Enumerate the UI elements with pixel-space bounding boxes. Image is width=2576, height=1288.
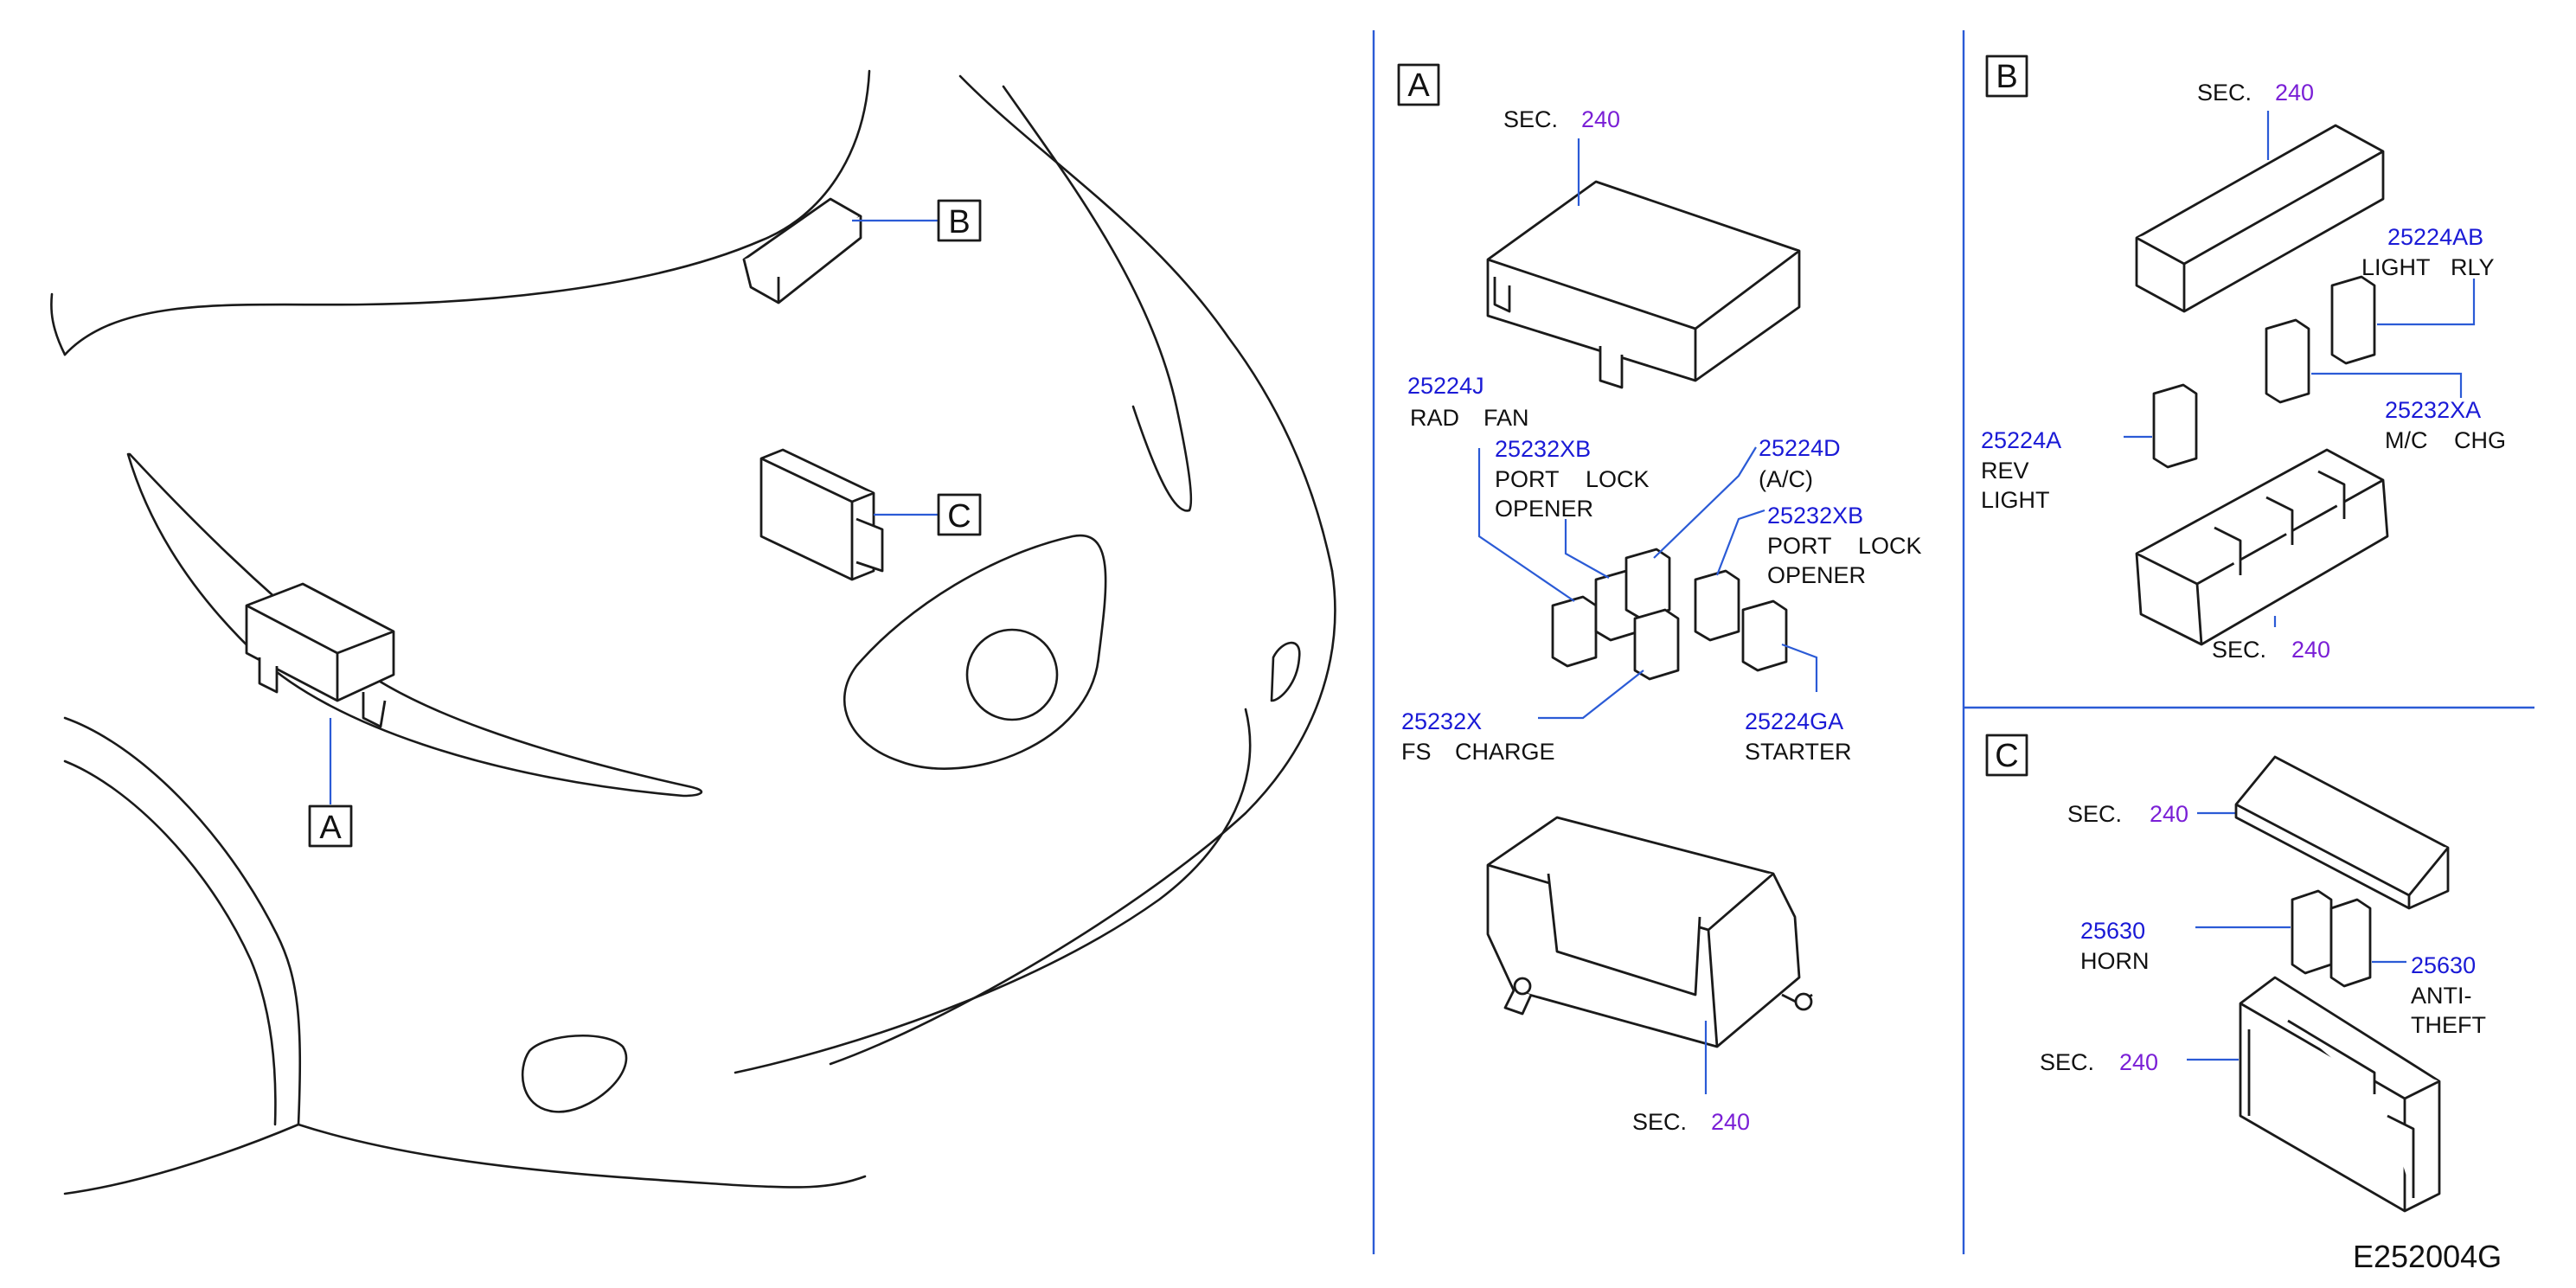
svg-text:LIGHT: LIGHT (2361, 254, 2431, 280)
panel-a-block-sec-label: SEC. (1632, 1109, 1687, 1135)
panel-a-cover-sec-number: 240 (1581, 106, 1620, 132)
panel-a-cover-sec-label: SEC. (1503, 106, 1558, 132)
svg-text:C: C (947, 498, 971, 535)
svg-text:CHARGE: CHARGE (1455, 739, 1555, 765)
panel-a-block-sec-number: 240 (1711, 1109, 1750, 1135)
panel-c-cover (2234, 755, 2450, 910)
panel-a-block (1486, 816, 1813, 1048)
part-no-25224J: 25224J (1407, 373, 1484, 399)
svg-text:LOCK: LOCK (1586, 466, 1650, 492)
svg-text:B: B (948, 204, 970, 240)
panel-c-cover-sec-label: SEC. (2067, 801, 2122, 827)
panel-c-label: C (1995, 738, 2018, 774)
svg-text:OPENER: OPENER (1767, 562, 1866, 588)
panel-c-block-sec-label: SEC. (2040, 1049, 2094, 1075)
part-no-25232XB-2: 25232XB (1767, 503, 1863, 529)
component-c-drawing (759, 448, 884, 581)
panel-c-cover-sec-number: 240 (2150, 801, 2188, 827)
svg-text:REV: REV (1981, 458, 2029, 484)
part-no-25232X: 25232X (1401, 708, 1482, 734)
car-front-outline (50, 69, 1336, 1195)
part-no-25232XA: 25232XA (2385, 397, 2481, 423)
callout-a: A (308, 804, 353, 848)
svg-text:(A/C): (A/C) (1759, 466, 1813, 492)
part-no-25224GA: 25224GA (1745, 708, 1843, 734)
svg-text:ANTI-: ANTI- (2411, 983, 2472, 1009)
panel-c-block-sec-number: 240 (2119, 1049, 2158, 1075)
panel-b-block-sec-number: 240 (2291, 637, 2330, 663)
panel-c-relays (2291, 889, 2372, 988)
panel-b: B SEC. 240 25224AB LIGHT RLY 25232XA M/C… (1981, 54, 2506, 663)
component-a-drawing (245, 582, 395, 728)
panel-b-label: B (1996, 59, 2017, 95)
part-no-25630-anti-theft: 25630 (2411, 952, 2476, 978)
svg-text:LIGHT: LIGHT (1981, 487, 2050, 513)
svg-text:THEFT: THEFT (2411, 1012, 2486, 1038)
panel-c: C SEC. 240 25630 HORN 25630 ANTI- THEFT (1985, 734, 2486, 1213)
panel-b-cover-sec-number: 240 (2275, 80, 2314, 106)
part-no-25224D: 25224D (1759, 435, 1841, 461)
panel-b-cover (2135, 124, 2385, 313)
component-b-drawing (742, 197, 862, 304)
svg-text:RAD: RAD (1410, 405, 1459, 431)
panel-b-block (2135, 448, 2389, 646)
panel-b-block-sec-label: SEC. (2212, 637, 2266, 663)
svg-text:FAN: FAN (1483, 405, 1529, 431)
panel-a-label: A (1407, 67, 1430, 104)
part-no-25224AB: 25224AB (2387, 224, 2483, 250)
svg-text:PORT: PORT (1767, 533, 1832, 559)
callout-b: B (937, 199, 982, 242)
svg-text:HORN: HORN (2080, 948, 2150, 974)
svg-text:A: A (319, 810, 342, 846)
panel-b-relays (2152, 275, 2376, 469)
svg-text:RLY: RLY (2451, 254, 2495, 280)
svg-text:FS: FS (1401, 739, 1432, 765)
panel-c-block (2239, 976, 2441, 1213)
svg-text:CHG: CHG (2454, 427, 2506, 453)
drawing-id: E252004G (2353, 1239, 2502, 1274)
part-no-25232XB-1: 25232XB (1495, 436, 1591, 462)
panel-a-cover (1486, 180, 1801, 389)
panel-a-relays (1551, 548, 1788, 681)
part-no-25630-horn: 25630 (2080, 918, 2145, 944)
svg-text:STARTER: STARTER (1745, 739, 1852, 765)
svg-text:PORT: PORT (1495, 466, 1560, 492)
vehicle-overview: B C A (50, 69, 1336, 1195)
callout-c: C (937, 493, 982, 536)
svg-text:OPENER: OPENER (1495, 496, 1593, 522)
svg-text:M/C: M/C (2385, 427, 2428, 453)
panel-a: A SEC. 240 25224J RAD FA (1397, 63, 1922, 1135)
svg-text:LOCK: LOCK (1858, 533, 1922, 559)
part-no-25224A: 25224A (1981, 427, 2061, 453)
panel-b-cover-sec-label: SEC. (2197, 80, 2252, 106)
